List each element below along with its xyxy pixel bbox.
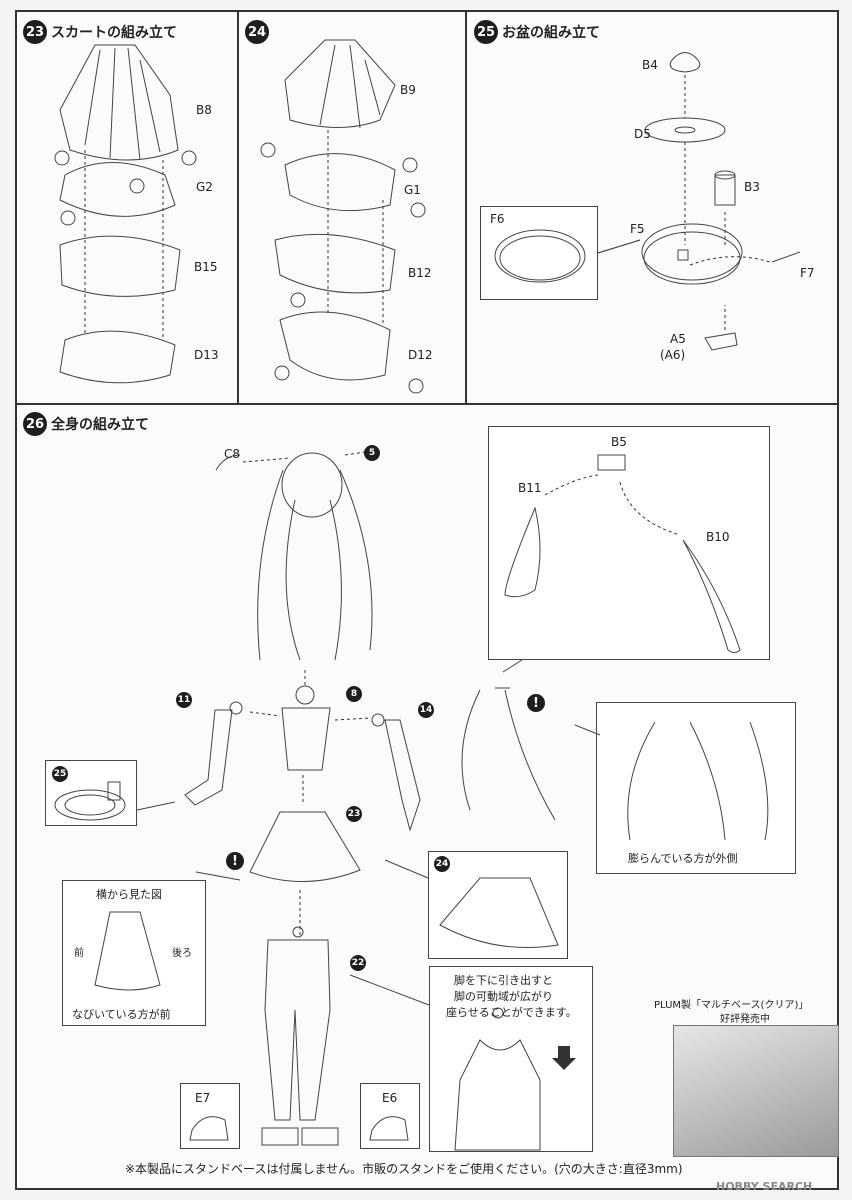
part-label-B11: B11 <box>518 481 542 495</box>
legs-note-line-2: 脚の可動域が広がり <box>454 990 553 1003</box>
part-label-D12: D12 <box>408 348 433 362</box>
ref-step-8: 8 <box>346 686 362 702</box>
legs-note-line-3: 座らせることができます。 <box>446 1006 577 1019</box>
side-view-front-label: 前 <box>74 948 84 959</box>
side-view-back-label: 後ろ <box>172 948 192 959</box>
ref-step-11: 11 <box>176 692 192 708</box>
footer-stand-note: ※本製品にスタンドベースは付属しません。市販のスタンドをご使用ください。(穴の大… <box>125 1162 683 1176</box>
step-25-heading: 25 お盆の組み立て <box>474 20 600 44</box>
part-label-G1: G1 <box>404 183 421 197</box>
step-25-title: お盆の組み立て <box>502 25 600 41</box>
legs-detail-box <box>429 966 593 1152</box>
skirt-24-detail-box <box>428 851 568 959</box>
side-view-title: 横から見た図 <box>96 888 162 901</box>
part-label-B15: B15 <box>194 260 218 274</box>
step-24-heading: 24 <box>245 20 269 44</box>
step-26-number: 26 <box>23 412 47 436</box>
step-23-heading: 23 スカートの組み立て <box>23 20 177 44</box>
flowing-front-caption: なびいている方が前 <box>72 1008 171 1021</box>
ribbon-orientation-box <box>596 702 796 874</box>
part-label-E7: E7 <box>195 1091 211 1105</box>
part-label-F6: F6 <box>490 212 505 226</box>
step-23-title: スカートの組み立て <box>51 25 177 41</box>
legs-note-line-1: 脚を下に引き出すと <box>454 974 553 987</box>
step-23-number: 23 <box>23 20 47 44</box>
part-label-B3: B3 <box>744 180 760 194</box>
ref-step-25: 25 <box>52 766 68 782</box>
part-label-E6: E6 <box>382 1091 398 1105</box>
part-label-B9: B9 <box>400 83 416 97</box>
panel-step-23 <box>15 10 239 405</box>
plum-product-name: PLUM製「マルチベース(クリア)」 <box>654 1000 809 1011</box>
part-label-B5: B5 <box>611 435 627 449</box>
step-26-title: 全身の組み立て <box>51 417 149 433</box>
ref-step-5: 5 <box>364 445 380 461</box>
plum-multibase-photo <box>673 1025 839 1157</box>
part-label-D5: D5 <box>634 127 651 141</box>
plum-on-sale: 好評発売中 <box>720 1014 770 1025</box>
warning-icon-skirt: ! <box>226 852 244 870</box>
part-label-B4: B4 <box>642 58 658 72</box>
part-label-F7: F7 <box>800 266 815 280</box>
tray-rim-detail-box <box>480 206 598 300</box>
side-view-box <box>62 880 206 1026</box>
part-label-F5: F5 <box>630 222 645 236</box>
ref-step-22: 22 <box>350 955 366 971</box>
step-26-heading: 26 全身の組み立て <box>23 412 149 436</box>
part-label-B8: B8 <box>196 103 212 117</box>
part-label-B10: B10 <box>706 530 730 544</box>
part-label-C8: C8 <box>224 447 241 461</box>
part-label-A5: A5 <box>670 332 686 346</box>
part-label-A6: (A6) <box>660 348 686 362</box>
ref-step-24: 24 <box>434 856 450 872</box>
ref-step-14: 14 <box>418 702 434 718</box>
step-25-number: 25 <box>474 20 498 44</box>
ref-step-23: 23 <box>346 806 362 822</box>
step-24-number: 24 <box>245 20 269 44</box>
bulging-outside-caption: 膨らんでいる方が外側 <box>628 852 738 865</box>
watermark: HOBBY SEARCH <box>716 1180 813 1193</box>
part-label-B12: B12 <box>408 266 432 280</box>
part-label-D13: D13 <box>194 348 219 362</box>
part-label-G2: G2 <box>196 180 213 194</box>
ribbon-assembly-detail-box <box>488 426 770 660</box>
warning-icon-ribbon: ! <box>527 694 545 712</box>
